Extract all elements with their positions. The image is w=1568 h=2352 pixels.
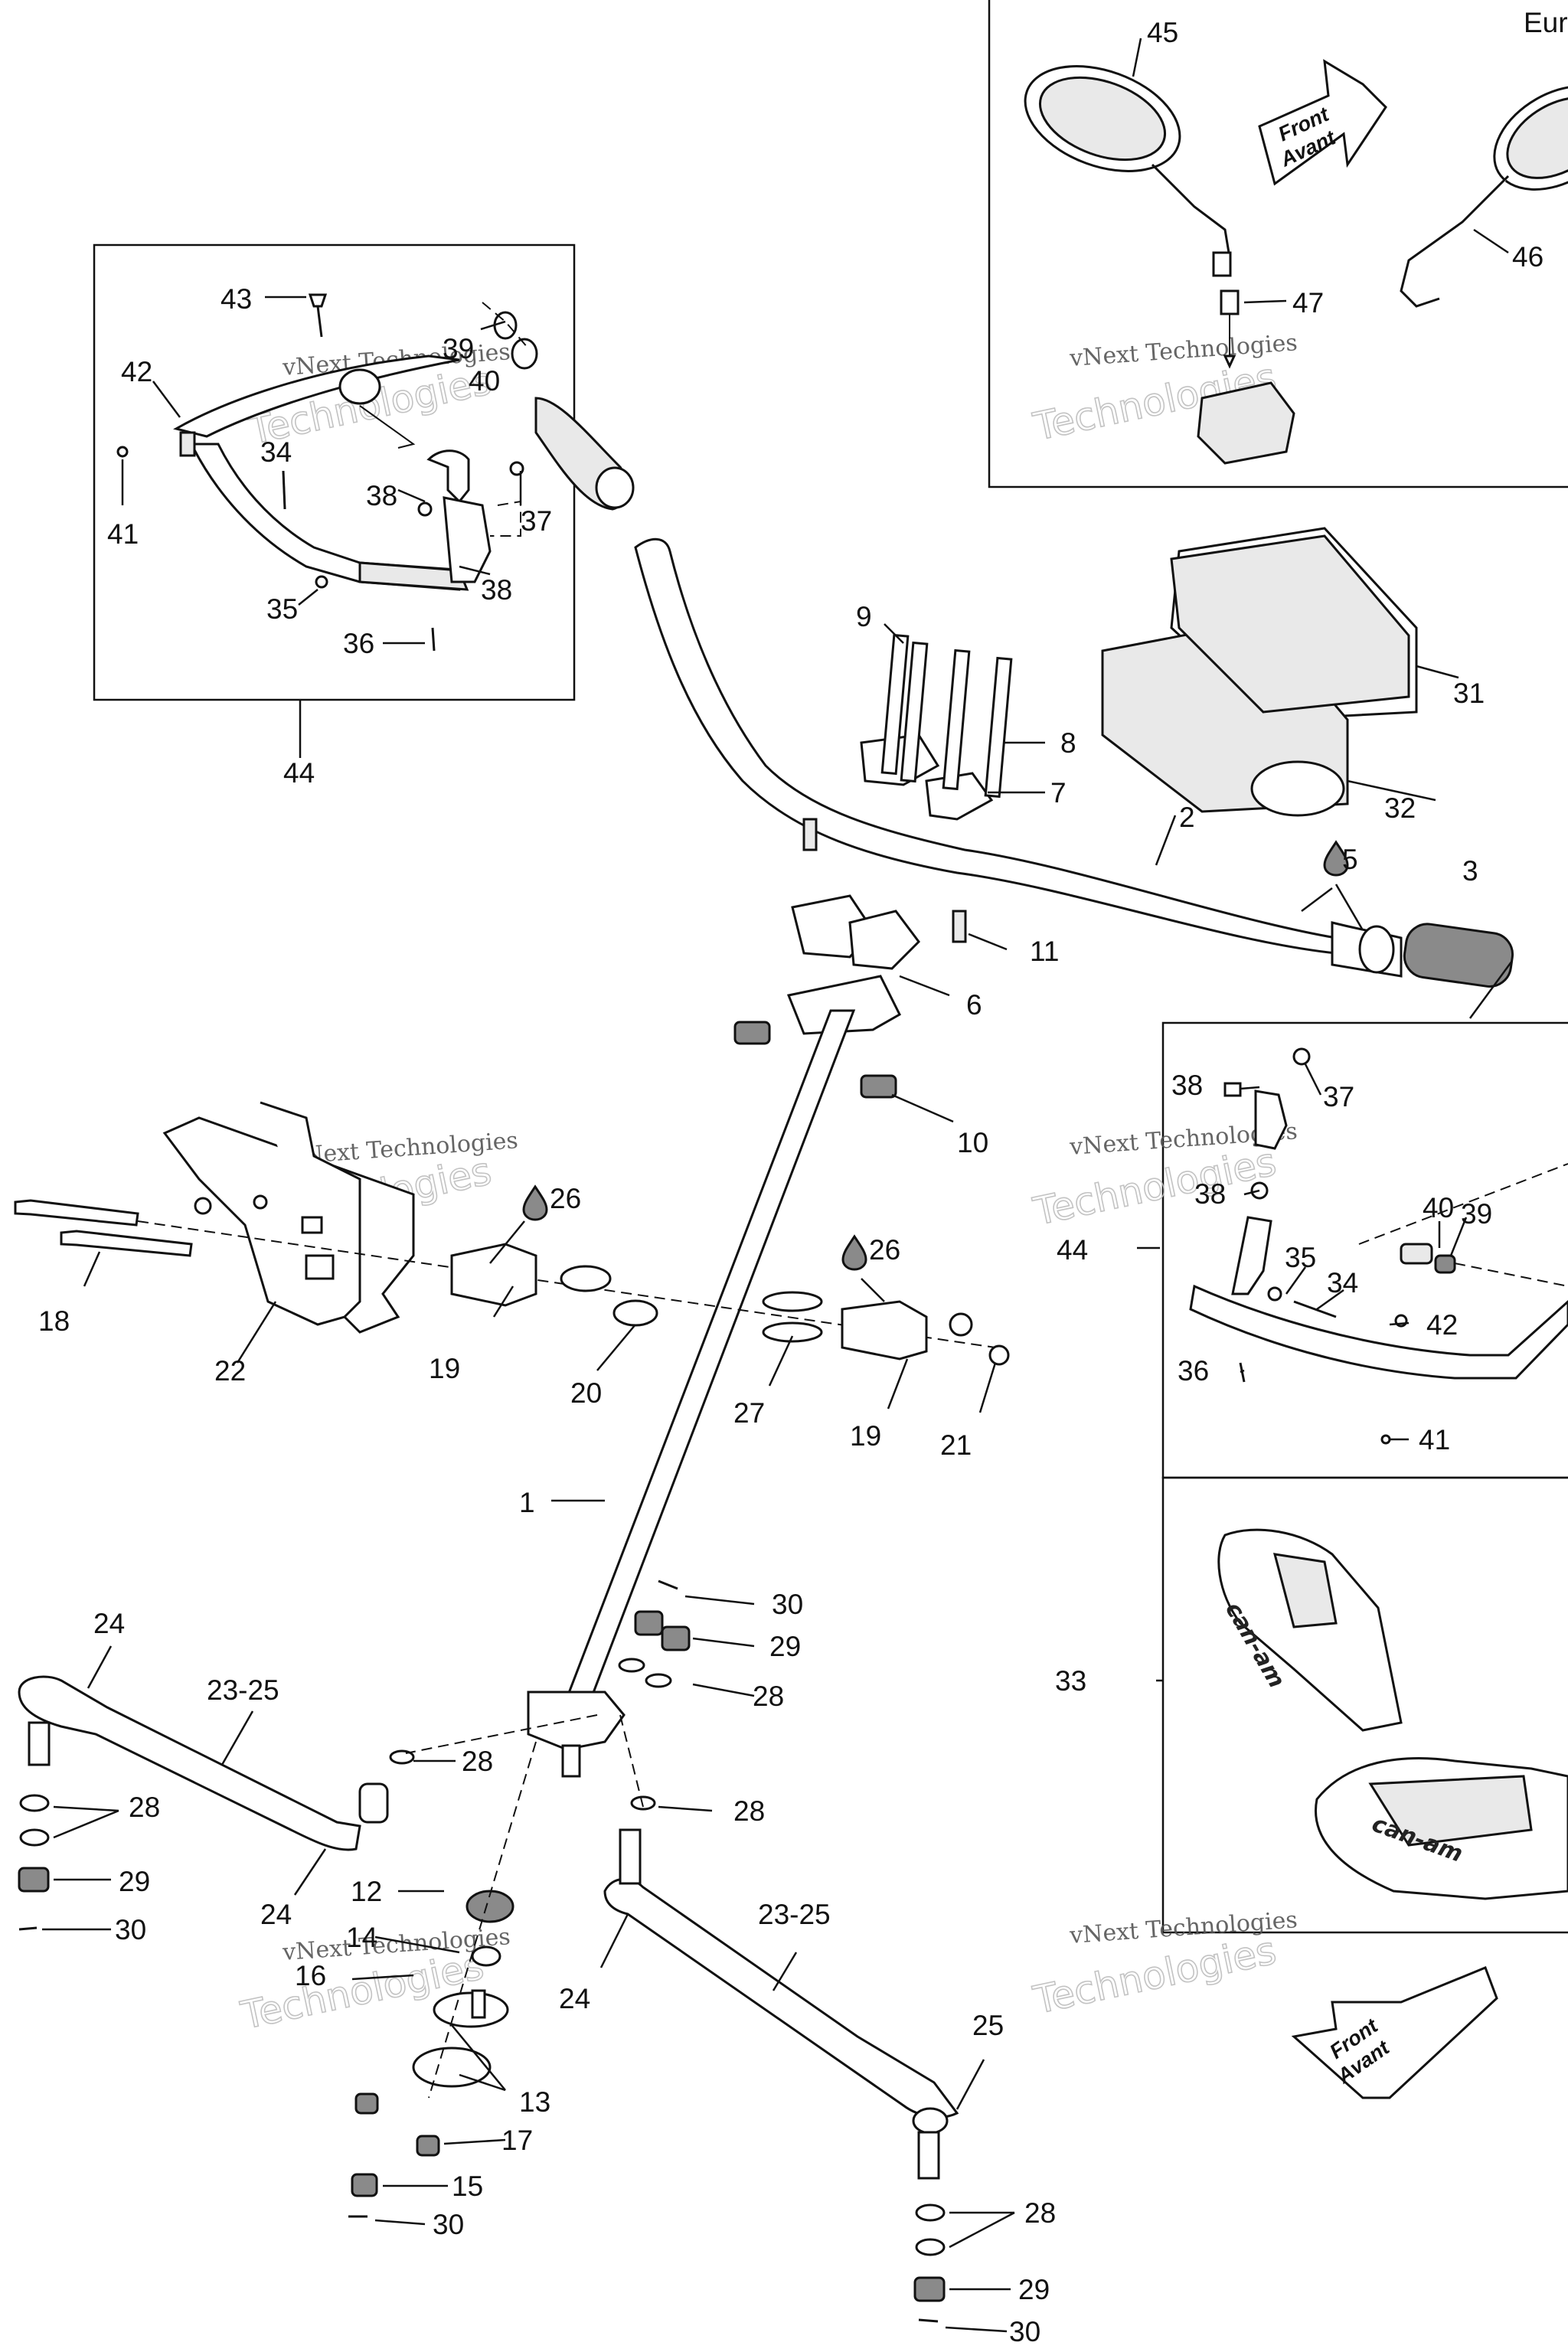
bracket-illustration [14, 1101, 1010, 1366]
callout-19a: 19 [429, 1353, 460, 1384]
callout-38a: 38 [366, 480, 397, 511]
handlebar-illustration [348, 527, 1514, 2218]
callout-21: 21 [940, 1429, 972, 1461]
inset-box-handguard-right [1161, 1021, 1568, 1479]
callout-46: 46 [1512, 241, 1544, 273]
callout-39b: 39 [1461, 1198, 1492, 1230]
callout-3: 3 [1462, 855, 1478, 887]
callout-19b: 19 [850, 1420, 881, 1452]
callout-25: 25 [972, 2010, 1004, 2041]
callout-5: 5 [1342, 844, 1358, 875]
callout-2: 2 [1179, 802, 1195, 833]
callout-45: 45 [1147, 17, 1178, 48]
callout-14: 14 [346, 1922, 377, 1953]
callout-42b: 42 [1426, 1309, 1458, 1341]
callout-15: 15 [452, 2171, 483, 2202]
callout-40: 40 [469, 365, 500, 397]
callout-28b: 28 [462, 1746, 493, 1777]
callout-18: 18 [38, 1305, 70, 1337]
watermark-6: vNext Technologies Technologies [1029, 1906, 1298, 2023]
callout-47: 47 [1292, 287, 1324, 318]
callout-30b: 30 [115, 1914, 146, 1945]
callout-labels: 43 39 40 42 34 38 41 37 38 35 36 44 45 4… [38, 17, 1544, 2347]
handguard-right-illustration [1189, 1047, 1568, 1445]
callout-29b: 29 [119, 1866, 150, 1897]
callout-41: 41 [107, 518, 139, 550]
callout-34b: 34 [1327, 1267, 1358, 1298]
oil-drop-icon [522, 1184, 548, 1221]
callout-24c: 24 [559, 1983, 590, 2014]
callout-28d: 28 [733, 1795, 765, 1827]
callout-32: 32 [1384, 792, 1416, 824]
callout-1: 1 [519, 1487, 535, 1518]
callout-17: 17 [501, 2125, 533, 2156]
callout-24a: 24 [93, 1608, 125, 1639]
callout-35: 35 [266, 593, 298, 625]
callout-7: 7 [1050, 777, 1067, 808]
callout-23-25b: 23-25 [758, 1899, 831, 1930]
inset-box-mirrors [988, 0, 1568, 488]
callout-8: 8 [1060, 727, 1076, 759]
callout-35b: 35 [1285, 1242, 1316, 1273]
callout-36: 36 [343, 628, 374, 659]
callout-31: 31 [1453, 678, 1485, 709]
callout-13: 13 [519, 2086, 550, 2118]
callout-28a: 28 [753, 1681, 784, 1712]
callout-38c: 38 [1171, 1070, 1203, 1101]
callout-27: 27 [733, 1397, 765, 1429]
mirrors-illustration [1024, 65, 1568, 465]
callout-16: 16 [295, 1960, 326, 1991]
callout-43: 43 [220, 283, 252, 315]
callout-44b: 44 [1057, 1234, 1088, 1266]
callout-36b: 36 [1178, 1355, 1209, 1387]
callout-30d: 30 [1009, 2316, 1040, 2347]
callout-44a: 44 [283, 757, 315, 789]
callout-22: 22 [214, 1355, 246, 1387]
callout-29a: 29 [769, 1631, 801, 1662]
callout-20: 20 [570, 1377, 602, 1409]
callout-9: 9 [856, 601, 872, 632]
handlebar-pads-illustration [1170, 534, 1410, 714]
front-arrow-bottom: Front Avant [1291, 1966, 1498, 2099]
oil-drop-icon [841, 1234, 867, 1271]
callout-6: 6 [966, 989, 982, 1021]
callout-30a: 30 [772, 1589, 803, 1620]
callout-11: 11 [1030, 936, 1059, 967]
callout-40b: 40 [1423, 1192, 1454, 1223]
callout-39: 39 [443, 333, 474, 364]
callout-37b: 37 [1323, 1081, 1354, 1112]
callout-28e: 28 [1024, 2197, 1056, 2229]
callout-37: 37 [521, 505, 552, 537]
callout-33: 33 [1055, 1665, 1086, 1697]
oil-drop-icon [1323, 840, 1349, 877]
front-arrow-top: Front Avant [1258, 59, 1387, 186]
callout-23-25a: 23-25 [207, 1674, 279, 1706]
leader-lines [42, 38, 1514, 2333]
callout-38d: 38 [1194, 1178, 1226, 1210]
callout-42: 42 [121, 356, 152, 387]
callout-24b: 24 [260, 1899, 292, 1930]
callout-38b: 38 [481, 574, 512, 606]
callout-26b: 26 [869, 1234, 900, 1266]
callout-41b: 41 [1419, 1424, 1450, 1455]
callout-30c: 30 [433, 2209, 464, 2240]
tie-rods-illustration [18, 1579, 959, 2323]
callout-34: 34 [260, 436, 292, 468]
callout-12: 12 [351, 1876, 382, 1907]
callout-10: 10 [957, 1127, 988, 1158]
callout-29c: 29 [1018, 2274, 1050, 2305]
region-label: Eur [1524, 7, 1568, 38]
callout-28c: 28 [129, 1792, 160, 1823]
callout-26a: 26 [550, 1183, 581, 1214]
handguard-covers-illustration: can-am can-am [1217, 1528, 1568, 1900]
inset-box-handguard-covers [1161, 1476, 1568, 1934]
